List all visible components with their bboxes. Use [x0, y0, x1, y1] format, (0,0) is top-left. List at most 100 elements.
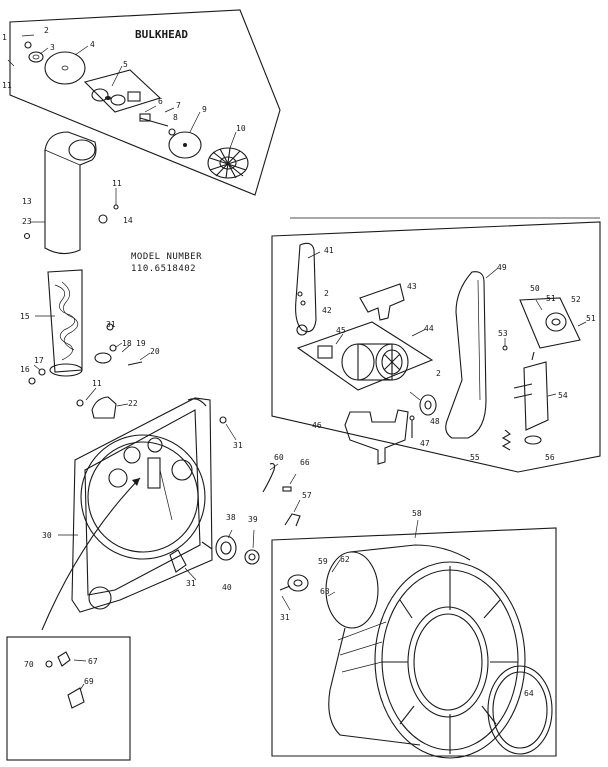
part-17-washer: [38, 368, 46, 376]
drum: [325, 544, 526, 759]
callout-9: 9: [202, 105, 207, 114]
callout-2c: 2: [436, 369, 441, 378]
drum-box-group: [271, 519, 557, 759]
callout-54: 54: [558, 391, 568, 400]
callout-15: 15: [20, 312, 30, 321]
part-16-screw: [28, 377, 36, 385]
callout-8: 8: [173, 113, 178, 122]
callout-30: 30: [42, 531, 52, 540]
part-48-pulley: [419, 394, 437, 416]
callout-43: 43: [407, 282, 417, 291]
callout-3: 3: [50, 43, 55, 52]
callout-40: 40: [222, 583, 232, 592]
part-39-washer: [244, 549, 260, 565]
callout-labels: 1 2 3 4 5 6 7 8 9 10 11 11 11 13 14 15 1…: [2, 26, 596, 698]
callout-58: 58: [412, 509, 422, 518]
detail-leader-curve: [41, 477, 141, 631]
front-panel-group: [41, 397, 237, 631]
callout-23: 23: [22, 217, 32, 226]
detail-box: [6, 636, 131, 761]
callout-11c: 11: [92, 379, 102, 388]
callout-62: 62: [340, 555, 350, 564]
callout-63: 63: [320, 587, 330, 596]
part-23-screw: [23, 232, 31, 240]
part-57-clip: [284, 513, 301, 527]
callout-69: 69: [84, 677, 94, 686]
callout-38: 38: [226, 513, 236, 522]
callout-60: 60: [274, 453, 284, 462]
duct-group: [23, 131, 119, 255]
part-67-switch: [57, 651, 71, 667]
callout-45: 45: [336, 326, 346, 335]
callout-2b: 2: [324, 289, 329, 298]
part-60-spring: [262, 463, 276, 493]
callout-70: 70: [24, 660, 34, 669]
part-55-spring: [501, 429, 512, 451]
part-43-bracket: [359, 283, 405, 321]
callout-10: 10: [236, 124, 246, 133]
part-66-screw: [282, 486, 292, 492]
part-10-blower-wheel: [207, 147, 249, 179]
callout-64: 64: [524, 689, 534, 698]
callout-41: 41: [324, 246, 334, 255]
part-45-motor: [317, 343, 409, 381]
part-6-shaft: [139, 117, 169, 127]
part-59-rear-bearing: [287, 574, 309, 592]
callout-19: 19: [136, 339, 146, 348]
part-14-screw: [98, 214, 108, 224]
bulkhead-title: BULKHEAD: [135, 28, 188, 41]
callout-14: 14: [123, 216, 133, 225]
callout-31c: 31: [186, 579, 196, 588]
callout-18: 18: [122, 339, 132, 348]
callout-7: 7: [176, 101, 181, 110]
callout-17: 17: [34, 356, 44, 365]
part-30-front-panel: [71, 397, 213, 613]
callout-16: 16: [20, 365, 30, 374]
part-13-duct: [44, 131, 97, 255]
callout-67: 67: [88, 657, 98, 666]
middle-parts-group: [201, 463, 301, 565]
callout-53: 53: [498, 329, 508, 338]
callout-31b: 31: [233, 441, 243, 450]
part-8-clip: [168, 128, 176, 136]
callout-51b: 51: [586, 314, 596, 323]
callout-48: 48: [430, 417, 440, 426]
part-54-idler-bracket: [523, 361, 549, 431]
callout-6: 6: [158, 97, 163, 106]
callout-1: 1: [2, 33, 7, 42]
callout-49: 49: [497, 263, 507, 272]
part-46-mount: [344, 409, 409, 465]
callout-11a: 11: [2, 81, 12, 90]
drum-box: [271, 527, 557, 757]
model-number-label: MODEL NUMBER: [131, 252, 202, 262]
callout-50: 50: [530, 284, 540, 293]
callout-5: 5: [123, 60, 128, 69]
heater-group: [28, 269, 151, 385]
callout-56: 56: [545, 453, 555, 462]
part-18-thermostat: [94, 352, 112, 364]
part-69-cover: [67, 687, 85, 709]
part-2-screw: [24, 41, 32, 49]
callout-13: 13: [22, 197, 32, 206]
callout-42: 42: [322, 306, 332, 315]
part-52-idler: [519, 297, 581, 349]
callout-44: 44: [424, 324, 434, 333]
callout-11b: 11: [112, 179, 122, 188]
callout-57: 57: [302, 491, 312, 500]
callout-47: 47: [420, 439, 430, 448]
callout-4: 4: [90, 40, 95, 49]
part-22-bracket: [91, 396, 117, 419]
part-3-bearing: [28, 51, 44, 63]
callout-46: 46: [312, 421, 322, 430]
part-4-disc: [44, 51, 86, 85]
part-9-plate: [168, 131, 202, 159]
callout-31a: 31: [106, 320, 116, 329]
part-56-plug: [524, 435, 542, 445]
part-64-seal: [487, 665, 553, 755]
callout-55: 55: [470, 453, 480, 462]
part-38-bearing: [215, 535, 237, 561]
callout-39: 39: [248, 515, 258, 524]
part-49-drive-belt: [445, 271, 487, 439]
callout-59: 59: [318, 557, 328, 566]
